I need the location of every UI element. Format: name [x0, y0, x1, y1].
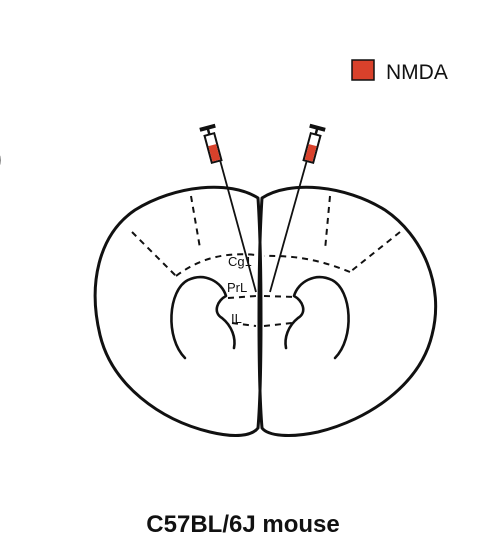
- right-syringe-plunger: [314, 128, 319, 135]
- left-syringe-needle: [219, 159, 257, 293]
- right-syringe-handle: [309, 123, 326, 132]
- cropped-panel-letter: ): [0, 142, 2, 175]
- figure-caption: C57BL/6J mouse: [146, 511, 339, 538]
- right-hemisphere-outline: [257, 185, 438, 437]
- region-label-prl: PrL: [227, 280, 247, 295]
- right-prl-line: [263, 295, 297, 298]
- right-cortex-boundary-2: [324, 195, 331, 251]
- left-syringe-plunger: [206, 128, 211, 135]
- brain-section: [93, 185, 438, 437]
- subregion-boundaries: [131, 195, 401, 327]
- right-cg1-arc: [263, 254, 351, 273]
- left-syringe: [199, 123, 257, 293]
- left-syringe-handle: [199, 123, 216, 132]
- legend: NMDA: [351, 59, 448, 84]
- legend-label: NMDA: [386, 61, 448, 84]
- right-syringe: [269, 123, 326, 293]
- right-cortex-boundary: [349, 231, 401, 273]
- right-ventricle: [284, 275, 350, 360]
- region-label-il: IL: [231, 311, 242, 326]
- legend-swatch: [351, 59, 375, 81]
- left-ventricle: [170, 275, 236, 360]
- left-cortex-boundary-2: [190, 195, 201, 249]
- right-syringe-needle: [269, 159, 308, 293]
- left-il-line: [231, 322, 257, 327]
- left-cortex-boundary: [131, 231, 177, 277]
- left-prl-line: [227, 295, 257, 299]
- right-il-line: [263, 322, 293, 327]
